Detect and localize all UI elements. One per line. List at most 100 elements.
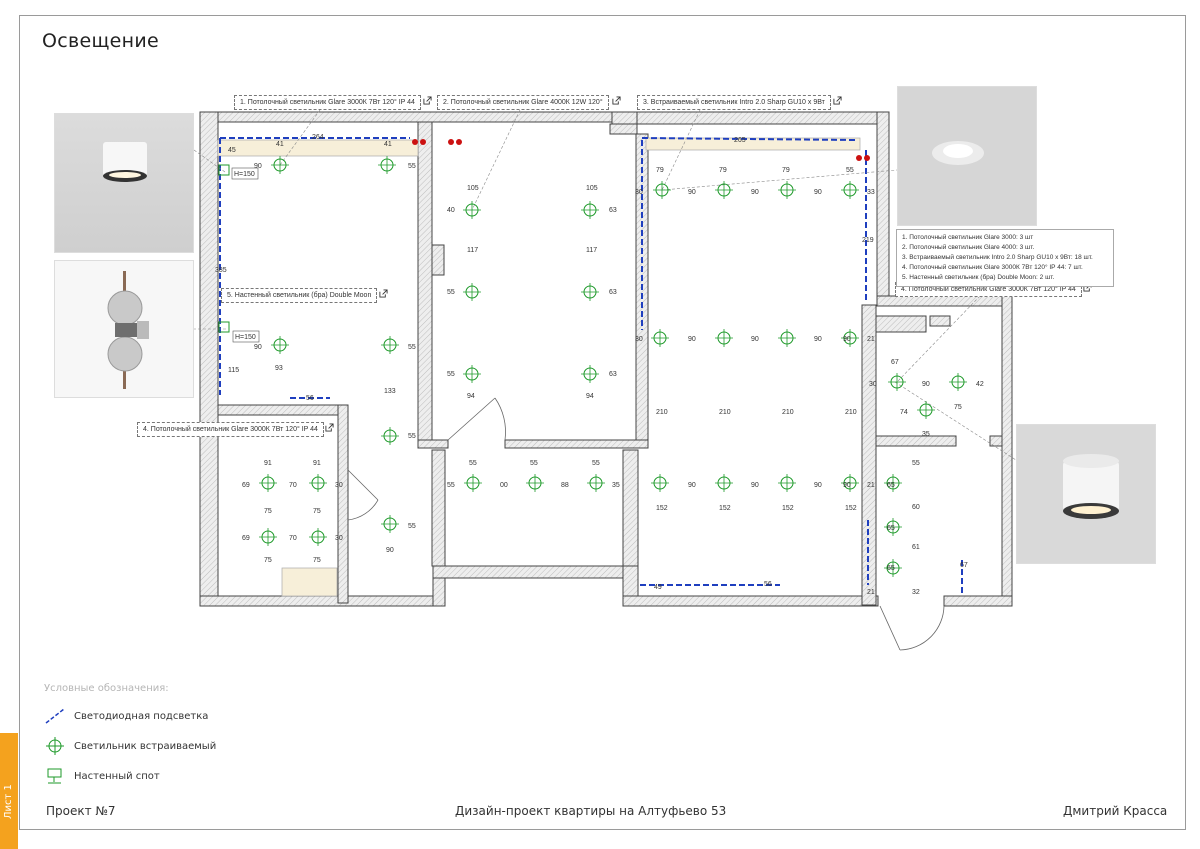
dimension-label: 55 (592, 460, 600, 467)
recessed-light-marker (381, 427, 399, 445)
dimension-label: 65 (887, 525, 895, 532)
recessed-light-marker (949, 373, 967, 391)
external-link-icon[interactable] (612, 96, 621, 105)
recessed-light-marker (463, 365, 481, 383)
dimension-label: 152 (656, 505, 668, 512)
dimension-label: 117 (467, 247, 478, 254)
recessed-light-marker (653, 181, 671, 199)
dimension-label: 63 (609, 207, 617, 214)
external-link-icon[interactable] (833, 96, 842, 105)
dimension-label: 94 (467, 393, 475, 400)
height-label-1: H=150 (234, 171, 255, 178)
dimension-label: 55 (408, 523, 416, 530)
dimension-label: 45 (228, 147, 236, 154)
dimension-label: 21 (867, 589, 875, 596)
dimension-label: 30 (635, 189, 643, 196)
led-strips (219, 137, 963, 595)
external-link-icon[interactable] (379, 289, 388, 298)
recessed-light-marker (778, 181, 796, 199)
dimension-label: 90 (688, 482, 696, 489)
legend-label: Светильник встраиваемый (74, 740, 217, 752)
recessed-light-marker (526, 474, 544, 492)
dimension-label: 79 (782, 167, 790, 174)
dimension-label: 79 (656, 167, 664, 174)
legend-label: Светодиодная подсветка (74, 710, 209, 722)
callout-2: 2. Потолочный светильник Glare 4000К 12W… (437, 95, 609, 110)
dimension-label: 33 (867, 189, 875, 196)
dimension-label: 90 (254, 344, 262, 351)
recessed-light-marker (271, 156, 289, 174)
page-title: Освещение (42, 30, 160, 52)
recessed-light-marker (651, 474, 669, 492)
dimension-label: 55 (912, 460, 920, 467)
legend-item-wall-spot: Настенный спот (44, 767, 160, 785)
recessed-light-marker (381, 336, 399, 354)
dimension-label: 55 (530, 460, 538, 467)
footer-project: Проект №7 (46, 804, 116, 818)
dimension-label: 133 (384, 388, 396, 395)
recessed-light-marker (271, 336, 289, 354)
dimension-label: 90 (751, 482, 759, 489)
dimension-label: 115 (228, 367, 239, 374)
dimension-label: 75 (264, 508, 272, 515)
dimension-label: 210 (656, 409, 668, 416)
dimension-label: 00 (500, 482, 508, 489)
recessed-light-marker (581, 283, 599, 301)
dimension-label: 60 (912, 504, 920, 511)
dimension-label: 30 (869, 381, 877, 388)
dimension-label: 35 (612, 482, 620, 489)
recessed-light-marker (309, 474, 327, 492)
dimension-label: 90 (386, 547, 394, 554)
dimension-label: 90 (922, 381, 930, 388)
dimension-label: 21 (867, 482, 875, 489)
recessed-light-marker (715, 329, 733, 347)
dimension-label: 21 (867, 336, 875, 343)
dimension-label: 105 (586, 185, 598, 192)
dimension-label: 30 (335, 535, 343, 542)
dimension-label: 30 (635, 336, 643, 343)
dimension-label: 65 (887, 482, 895, 489)
wall-spot-icon (47, 768, 62, 784)
recessed-light-marker (587, 474, 605, 492)
summary-line: 3. Встраиваемый светильник Intro 2.0 Sha… (902, 254, 1093, 261)
recessed-fixtures (259, 156, 967, 577)
led-strip-icon (45, 708, 65, 724)
recessed-light-marker (381, 515, 399, 533)
recessed-light-marker (778, 329, 796, 347)
footer-title: Дизайн-проект квартиры на Алтуфьево 53 (455, 804, 727, 818)
dimension-label: 75 (313, 508, 321, 515)
recessed-light-marker (884, 474, 902, 492)
summary-line: 5. Настенный светильник (бра) Double Moo… (902, 274, 1055, 281)
dimension-label: 152 (782, 505, 794, 512)
dimension-label: 55 (447, 482, 455, 489)
callout-4: 4. Потолочный светильник Glare 3000К 7Вт… (137, 422, 324, 437)
dimension-label: 70 (289, 482, 297, 489)
recessed-light-marker (715, 474, 733, 492)
dimension-label: 264 (312, 134, 324, 141)
dimension-label: 90 (751, 336, 759, 343)
dimension-label: 61 (912, 544, 920, 551)
sheet-tab-label: Лист 1 (3, 784, 14, 819)
sockets (412, 139, 870, 161)
dimension-label: 55 (408, 344, 416, 351)
legend-item-led: Светодиодная подсветка (44, 707, 208, 725)
dimension-label: 152 (719, 505, 731, 512)
summary-line: 1. Потолочный светильник Glare 3000: 3 ш… (902, 234, 1034, 241)
fixture-summary: 1. Потолочный светильник Glare 3000: 3 ш… (896, 229, 1114, 287)
external-link-icon[interactable] (325, 423, 334, 432)
dimension-label: 40 (447, 207, 455, 214)
dimension-label: 70 (289, 535, 297, 542)
sheet-tab[interactable]: Лист 1 (0, 733, 18, 849)
height-label-2: H=150 (235, 334, 256, 341)
recessed-light-marker (884, 559, 902, 577)
dimension-label: 90 (814, 189, 822, 196)
dimension-label: 210 (719, 409, 731, 416)
dimension-label: 219 (862, 237, 874, 244)
external-link-icon[interactable] (423, 96, 432, 105)
wall-spot-icon (218, 164, 230, 333)
ceiling-light-icon (1063, 454, 1119, 519)
dimension-label: 75 (264, 557, 272, 564)
dimension-label: 42 (976, 381, 984, 388)
sconce-icon (107, 271, 149, 389)
